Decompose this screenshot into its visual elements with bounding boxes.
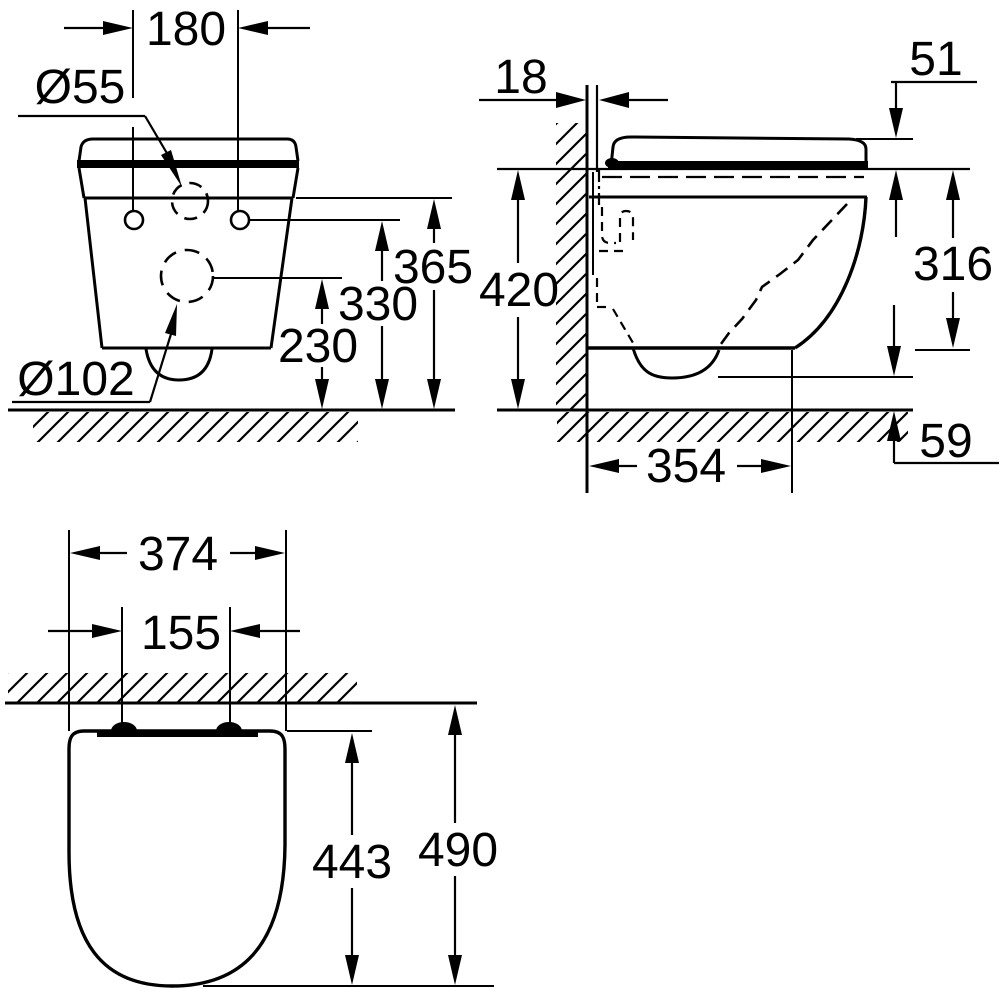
dim-label-180: 180	[146, 3, 226, 56]
leader-arrow-icon	[165, 304, 177, 336]
dim-label-230: 230	[278, 320, 358, 373]
side-seat-buffer	[605, 158, 619, 168]
side-lid-outline	[609, 135, 868, 167]
dim-label-316: 316	[913, 238, 993, 291]
dim-label-330: 330	[338, 278, 418, 331]
dim-label-420: 420	[479, 264, 559, 317]
arrowhead-left-icon	[70, 546, 100, 560]
side-inlet-hidden-detail	[600, 207, 616, 245]
arrowhead-up-icon	[889, 170, 903, 200]
dim-label-365: 365	[393, 241, 473, 294]
arrowhead-right-icon	[103, 21, 133, 35]
arrowhead-down-icon	[889, 108, 903, 138]
front-fixing-hole-left	[123, 209, 145, 231]
side-dim-51: 51	[856, 33, 977, 237]
side-trap-hidden-curve	[716, 203, 848, 349]
plan-fixing-bolt-left	[111, 722, 137, 731]
dim-label-155: 155	[141, 607, 221, 660]
front-seat-side-right	[291, 167, 300, 199]
leader-line	[148, 333, 173, 403]
dim-label-o55: Ø55	[35, 61, 126, 114]
side-view: 18 51 420	[479, 33, 999, 493]
arrowhead-left-icon	[589, 459, 619, 473]
plan-view: 374 155 443 490	[5, 528, 498, 988]
leader-arrow-icon	[161, 150, 182, 187]
side-dim-354: 354	[589, 350, 793, 493]
arrowhead-right-icon	[255, 546, 285, 560]
side-inlet-hidden-detail	[618, 209, 635, 242]
front-label-flush-dia: Ø55	[18, 61, 182, 187]
side-seat-band	[608, 161, 868, 168]
dim-label-354: 354	[646, 440, 726, 493]
side-wall-hatch	[556, 123, 586, 409]
arrowhead-left-icon	[230, 624, 260, 638]
side-body-profile-curve	[794, 196, 868, 350]
plan-dim-490: 490	[418, 705, 498, 985]
arrowhead-right-icon	[556, 92, 586, 108]
arrowhead-up-icon	[427, 199, 441, 229]
arrowhead-down-icon	[887, 346, 901, 376]
plan-dim-443: 443	[312, 733, 392, 985]
front-dim-230: 230	[213, 277, 358, 409]
front-bowl-side-right	[269, 197, 294, 349]
dim-label-490: 490	[418, 824, 498, 877]
arrowhead-down-icon	[315, 379, 329, 409]
front-lid-top-outline	[77, 137, 300, 162]
arrowhead-down-icon	[375, 379, 389, 409]
front-outlet-boss-arc	[144, 348, 214, 382]
front-label-outlet-dia: Ø102	[12, 304, 177, 406]
side-dim-59: 59	[887, 305, 999, 468]
front-fixing-hole-right	[229, 209, 251, 231]
front-seat-side-left	[77, 167, 86, 199]
arrowhead-up-icon	[511, 170, 525, 200]
dim-label-o102: Ø102	[17, 353, 134, 406]
front-dim-330: 330	[250, 219, 418, 409]
arrowhead-down-icon	[427, 379, 441, 409]
side-floor-hatch	[557, 412, 908, 442]
dim-label-374: 374	[138, 528, 218, 581]
arrowhead-up-icon	[345, 733, 359, 763]
arrowhead-down-icon	[946, 318, 960, 348]
dim-label-443: 443	[312, 836, 392, 889]
arrowhead-left-icon	[599, 92, 629, 108]
side-dim-18: 18	[479, 51, 668, 108]
arrowhead-right-icon	[761, 459, 791, 473]
plan-wall-hatch	[8, 673, 357, 702]
plan-seat-outline	[67, 729, 287, 988]
arrowhead-up-icon	[887, 411, 901, 441]
arrowhead-up-icon	[315, 279, 329, 309]
leader-line	[144, 115, 169, 156]
arrowhead-up-icon	[448, 705, 462, 735]
arrowhead-down-icon	[345, 955, 359, 985]
arrowhead-up-icon	[375, 221, 389, 251]
side-outlet-hidden-detail	[612, 308, 637, 349]
arrowhead-down-icon	[448, 955, 462, 985]
plan-dim-155: 155	[48, 607, 300, 727]
arrowhead-left-icon	[238, 21, 268, 35]
dim-label-59: 59	[919, 415, 972, 468]
side-dim-316: 316	[913, 170, 993, 351]
arrowhead-up-icon	[946, 170, 960, 200]
side-dim-420: 420	[479, 170, 559, 409]
front-view: 180 Ø55 365 330	[8, 3, 473, 442]
front-dim-365: 365	[296, 197, 473, 409]
dim-label-18: 18	[494, 51, 547, 104]
arrowhead-right-icon	[92, 624, 122, 638]
plan-hinge-bar	[97, 730, 258, 737]
dim-label-51: 51	[909, 33, 962, 86]
front-flush-hole-dashed	[170, 181, 210, 221]
front-dim-180: 180	[64, 3, 310, 211]
front-bowl-side-left	[83, 197, 104, 349]
front-outlet-hole-dashed	[159, 248, 215, 304]
front-floor-hatch	[33, 412, 358, 442]
arrowhead-down-icon	[511, 379, 525, 409]
front-seat-gap-band	[77, 160, 299, 168]
side-bowl-underside-dip	[631, 347, 721, 380]
